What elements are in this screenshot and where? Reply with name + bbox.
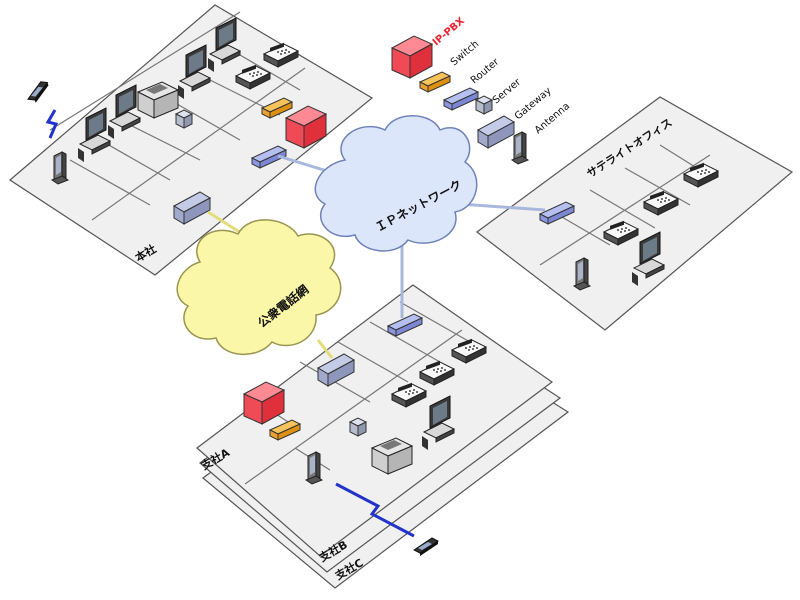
branch-to-pstn-line [316,339,334,359]
legend-server-icon [475,95,493,115]
satellite-lan-bus [539,144,711,266]
satellite-to-ip-network-line [459,202,546,212]
branch-offices: 支社A 支社B 支社C [196,284,570,589]
legend-antenna-icon [511,131,529,165]
hq-antenna [51,151,69,185]
hq-mobile-phone [23,79,54,106]
satellite-office: サテライトオフィス [476,96,794,331]
legend-ip-pbx-icon [391,35,433,79]
legend-gateway-icon [477,115,515,149]
hq-server [175,109,193,129]
hq-wireless-signal-icon [45,109,59,139]
satellite-platform [476,96,794,331]
legend-server-label: Server [491,76,524,106]
headquarters-lan-bus [49,11,306,221]
legend-switch-icon [419,71,451,93]
headquarters-office: 本社 [9,4,374,276]
branch-wireless-signal-icon [335,482,415,538]
pstn-cloud: 公衆電話網 [176,219,342,356]
branch-a-server [349,417,367,437]
branch-mobile-phone [413,537,439,557]
branch-a-lan-bus [244,301,471,485]
pstn-cloud-shape [176,219,342,356]
branch-a-antenna [305,451,323,485]
ip-network-cloud-shape [314,115,478,252]
ip-network-cloud: ＩＰネットワーク [314,115,478,252]
legend-switch-label: Switch [449,39,481,69]
legend-router-label: Router [469,56,502,86]
legend-router-icon [443,87,479,111]
satellite-antenna [573,257,591,291]
headquarters-platform [9,4,374,276]
legend-ip-pbx-label: IP-PBX [431,15,467,48]
